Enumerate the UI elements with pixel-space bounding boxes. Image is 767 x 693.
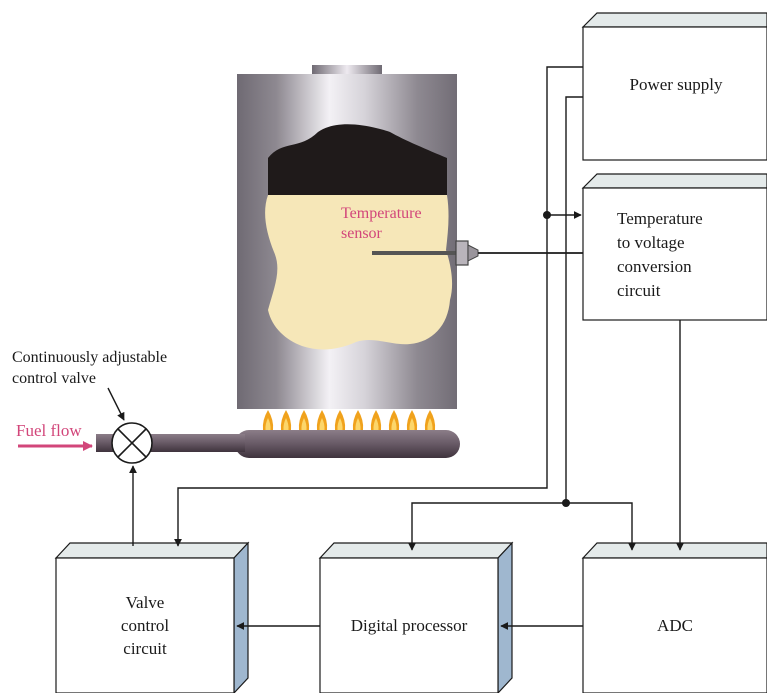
tank-liquid: [265, 195, 453, 350]
connection-lines: [129, 66, 684, 630]
power-line-to-adc: [566, 502, 636, 551]
power-supply-label: Power supply: [629, 75, 723, 94]
temp-conversion-box-face: [582, 187, 767, 321]
tank-cavity: [268, 124, 447, 198]
temp-conversion-label-line4: circuit: [617, 281, 661, 300]
burner-flames: [262, 410, 436, 430]
adc-box-top: [581, 542, 767, 559]
flame-core: [373, 418, 379, 430]
power-supply-box-face: [582, 26, 767, 161]
burner-tube: [235, 430, 460, 458]
valve-control-label-line3: circuit: [123, 639, 167, 658]
temp-conversion-box: Temperature to voltage conversion circui…: [581, 173, 767, 321]
flame-core: [301, 418, 307, 430]
flame-core: [391, 418, 397, 430]
flame-core: [409, 418, 415, 430]
valve-control-label-line2: control: [121, 616, 169, 635]
flame-core: [355, 418, 361, 430]
flame-core: [427, 418, 433, 430]
temp-conversion-label-line1: Temperature: [617, 209, 703, 228]
valve-control-label-line1: Valve: [126, 593, 165, 612]
adc-box: ADC: [581, 542, 767, 693]
temp-conversion-label-line3: conversion: [617, 257, 692, 276]
valve-control-box-top: [54, 542, 250, 559]
digital-processor-label: Digital processor: [351, 616, 468, 635]
digital-processor-box-side: [497, 541, 513, 693]
junction-dot-power: [562, 499, 570, 507]
adc-box-face: [582, 557, 767, 693]
power-line-to-processor: [408, 502, 566, 551]
control-valve: [111, 422, 153, 464]
power-supply-box: Power supply: [581, 12, 767, 161]
flame-core: [337, 418, 343, 430]
power-supply-box-top: [581, 12, 767, 28]
junction-dot-temp: [543, 211, 551, 219]
valve-caption-pointer: [107, 387, 125, 421]
valve-caption-line2: control valve: [12, 370, 96, 387]
valve-control-box-side: [233, 541, 249, 693]
burner-pipe: [96, 430, 460, 458]
digital-processor-box-top: [318, 542, 514, 559]
temp-conversion-label-line2: to voltage: [617, 233, 685, 252]
sensor-label-line2: sensor: [341, 225, 383, 242]
digital-processor-box-face: [319, 557, 499, 693]
valve-control-box: Valve control circuit: [54, 541, 250, 693]
tank: Temperature sensor: [237, 65, 479, 409]
valve-control-box-face: [55, 557, 235, 693]
sensor-fitting: [455, 240, 469, 266]
fuel-line-right: [145, 434, 245, 452]
power-line-b: [565, 96, 583, 503]
flame-core: [319, 418, 325, 430]
flame-core: [283, 418, 289, 430]
valve-cross-b: [117, 428, 147, 458]
sensor-connector: [467, 244, 479, 262]
adc-label: ADC: [657, 616, 693, 635]
fuel-flow-label: Fuel flow: [16, 421, 82, 440]
valve-caption-line1: Continuously adjustable: [12, 349, 167, 366]
sensor-label-line1: Temperature: [341, 205, 422, 222]
temp-conversion-box-top: [581, 173, 767, 189]
digital-processor-box: Digital processor: [318, 541, 514, 693]
power-line-to-valve-control: [174, 66, 583, 547]
flame-core: [265, 418, 271, 430]
